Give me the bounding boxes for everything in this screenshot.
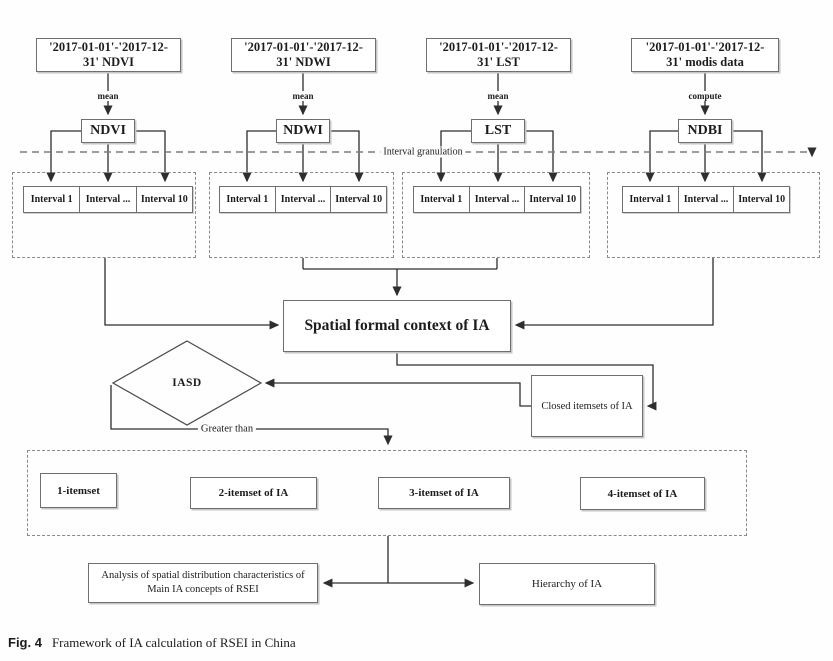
interval-cell: Interval ... <box>677 186 735 213</box>
interval-cell: Interval 1 <box>219 186 276 213</box>
interval-cell: Interval 10 <box>524 186 582 213</box>
index-box-lst: LST <box>471 119 525 143</box>
spatial-formal-context-box: Spatial formal context of IA <box>283 300 511 352</box>
operation-label-mean-1: mean <box>94 91 122 101</box>
operation-label-mean-2: mean <box>289 91 317 101</box>
itemset-box-4: 4-itemset of IA <box>580 477 705 510</box>
interval-cell: Interval 1 <box>413 186 470 213</box>
iasd-diamond <box>111 340 263 426</box>
figure-caption: Fig. 4 Framework of IA calculation of RSE… <box>8 635 296 651</box>
index-box-ndbi: NDBI <box>678 119 732 143</box>
interval-group-lst <box>402 172 590 258</box>
itemset-box-2: 2-itemset of IA <box>190 477 317 509</box>
connector-groups-to-spatial <box>104 258 714 330</box>
analysis-box: Analysis of spatial distribution charact… <box>88 563 318 603</box>
interval-cell: Interval ... <box>274 186 332 213</box>
connector-spatial-to-closed <box>396 352 657 411</box>
itemsets-container <box>27 450 747 536</box>
interval-row-ndwi: Interval 1 Interval ... Interval 10 <box>219 186 388 213</box>
greater-than-label: Greater than <box>197 423 257 435</box>
source-box-ndvi: '2017-01-01'-'2017-12-31' NDVI <box>36 38 181 72</box>
itemset-box-3: 3-itemset of IA <box>378 477 510 509</box>
closed-itemsets-box: Closed itemsets of IA <box>531 375 643 437</box>
interval-cell: Interval 1 <box>23 186 81 213</box>
source-box-modis: '2017-01-01'-'2017-12-31' modis data <box>631 38 779 72</box>
caption-label: Fig. 4 <box>8 635 42 650</box>
source-box-ndwi: '2017-01-01'-'2017-12-31' NDWI <box>231 38 376 72</box>
interval-group-ndbi <box>607 172 820 258</box>
operation-label-compute: compute <box>685 91 725 101</box>
connector-bottom <box>322 536 475 588</box>
interval-cell: Interval 10 <box>733 186 791 213</box>
iasd-label: IASD <box>172 377 202 389</box>
operation-label-mean-3: mean <box>484 91 512 101</box>
itemset-box-1: 1-itemset <box>40 473 117 508</box>
index-box-ndvi: NDVI <box>81 119 135 143</box>
interval-cell: Interval 10 <box>330 186 388 213</box>
interval-row-ndbi: Interval 1 Interval ... Interval 10 <box>622 186 791 213</box>
interval-cell: Interval ... <box>468 186 526 213</box>
interval-cell: Interval ... <box>79 186 137 213</box>
connector-closed-to-iasd <box>264 378 531 407</box>
index-box-ndwi: NDWI <box>276 119 330 143</box>
interval-cell: Interval 1 <box>622 186 679 213</box>
caption-text: Framework of IA calculation of RSEI in C… <box>51 635 296 650</box>
interval-row-lst: Interval 1 Interval ... Interval 10 <box>413 186 582 213</box>
interval-group-ndvi <box>12 172 196 258</box>
interval-row-ndvi: Interval 1 Interval ... Interval 10 <box>23 186 193 213</box>
interval-cell: Interval 10 <box>135 186 193 213</box>
source-box-lst: '2017-01-01'-'2017-12-31' LST <box>426 38 571 72</box>
hierarchy-box: Hierarchy of IA <box>479 563 655 605</box>
interval-granulation-label: Interval granulation <box>380 146 466 158</box>
interval-group-ndwi <box>209 172 394 258</box>
